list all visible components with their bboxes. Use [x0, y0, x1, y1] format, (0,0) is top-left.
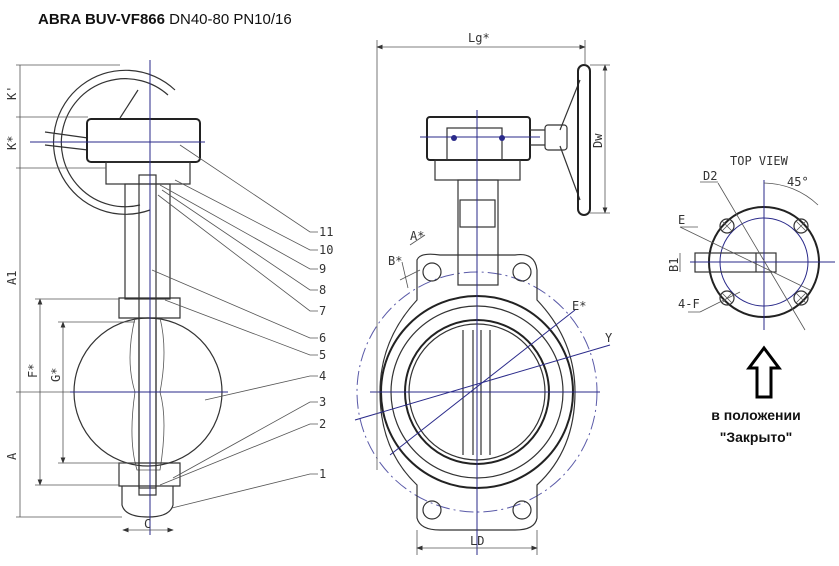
part-11: 11: [319, 225, 333, 239]
dim-lg: Lg*: [468, 31, 490, 45]
valve-body: [379, 253, 576, 531]
dim-b1: B1: [667, 258, 681, 272]
part-7: 7: [319, 304, 326, 318]
part-2: 2: [319, 417, 326, 431]
dim-a: A: [5, 452, 19, 460]
dim-dw: Dw: [591, 133, 605, 148]
handwheel-front: [577, 64, 591, 216]
caption-line2: "Закрыто": [720, 429, 793, 445]
arrow-up-icon: [746, 345, 782, 399]
dim-d2: D2: [703, 169, 717, 183]
dim-4f: 4-F: [678, 297, 700, 311]
gearbox: [86, 118, 201, 163]
stem: [138, 174, 157, 496]
top-view-title: TOP VIEW: [730, 154, 789, 168]
gearbox-front: [426, 116, 531, 161]
caption-line1: в положении: [711, 407, 800, 423]
dim-ld: LD: [470, 534, 484, 548]
dim-angle: 45°: [787, 175, 809, 189]
dim-a-star: A*: [410, 229, 424, 243]
top-view: TOP VIEW D2 45° E B1 4-F в положении "За…: [667, 154, 835, 445]
part-1: 1: [319, 467, 326, 481]
dim-k-star: K*: [5, 136, 19, 150]
drawing-title: ABRA BUV-VF866 DN40-80 PN10/16: [38, 11, 292, 28]
dim-c: C: [144, 517, 151, 531]
handwheel: [52, 69, 176, 215]
part-5: 5: [319, 348, 326, 362]
dim-k-prime: K': [5, 86, 19, 100]
part-9: 9: [319, 262, 326, 276]
part-number-labels: 11 10 9 8 7 6 5 4 3 2 1: [319, 225, 333, 481]
dim-y: Y: [605, 331, 613, 345]
part-3: 3: [319, 395, 326, 409]
front-view: Lg* Dw A* B* E* Y LD: [354, 31, 613, 555]
dim-f-star: F*: [26, 364, 40, 378]
part-6: 6: [319, 331, 326, 345]
part-10: 10: [319, 243, 333, 257]
dim-e-star: E*: [572, 299, 586, 313]
dim-a1: A1: [5, 271, 19, 285]
dim-b-star: B*: [388, 254, 402, 268]
part-4: 4: [319, 369, 326, 383]
dim-e: E: [678, 213, 685, 227]
dim-g-star: G*: [49, 368, 63, 382]
part-8: 8: [319, 283, 326, 297]
side-view: K' K* A1 A F* G* C 11 10 9 8 7 6 5 4 3 2…: [5, 60, 333, 535]
